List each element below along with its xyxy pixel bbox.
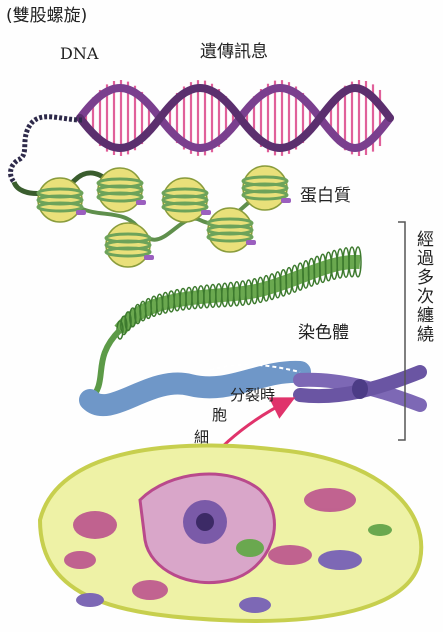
nucleosome — [38, 178, 86, 222]
label-chromosome: 染色體 — [298, 325, 349, 342]
label-dna: DNA — [60, 46, 98, 62]
cell — [40, 445, 421, 620]
dna-double-helix — [11, 80, 390, 182]
chromosome — [300, 372, 420, 405]
nucleosome — [98, 168, 146, 212]
nucleosome — [163, 178, 211, 222]
label-process: 經過多次纏繞 — [414, 230, 431, 344]
label-during-division-a: 細 — [194, 430, 209, 445]
label-protein: 蛋白質 — [300, 188, 351, 205]
label-double-helix: (雙股螺旋) — [6, 8, 87, 25]
process-bracket — [398, 222, 405, 440]
label-genetic-info: 遺傳訊息 — [200, 44, 268, 61]
nucleosome — [243, 166, 291, 210]
label-during-division-b: 胞 — [212, 408, 227, 423]
label-during-division-c: 分裂時 — [230, 388, 275, 403]
nucleosome — [106, 223, 154, 267]
nucleosome — [208, 208, 256, 252]
